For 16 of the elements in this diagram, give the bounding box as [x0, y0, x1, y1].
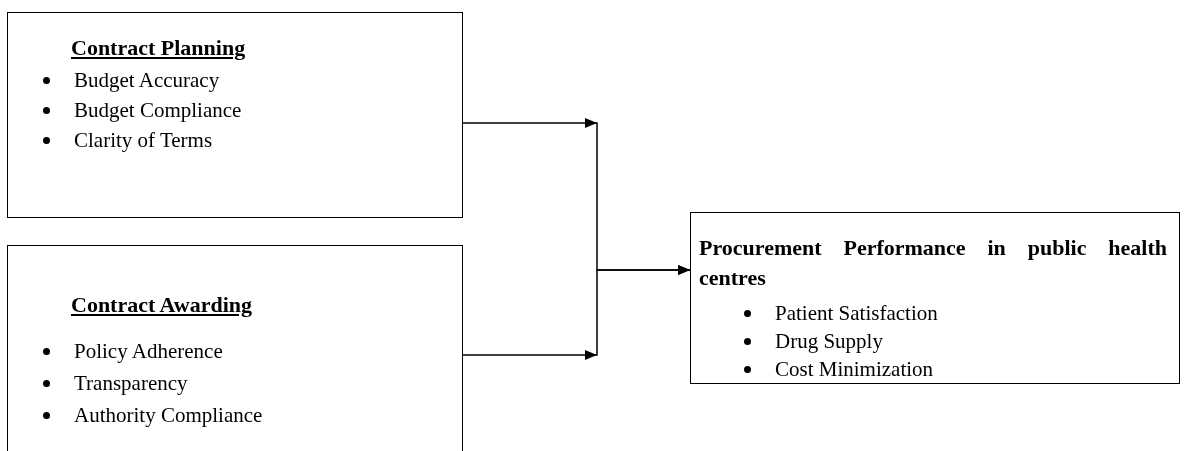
- list-item: Budget Compliance: [74, 97, 242, 124]
- heading: Contract Awarding: [71, 291, 253, 319]
- list-item: Drug Supply: [775, 328, 883, 355]
- node-box: [690, 212, 1180, 384]
- list-item: Budget Accuracy: [74, 67, 220, 94]
- list-item: Transparency: [74, 370, 188, 397]
- connector-arrow: [462, 265, 691, 356]
- list-item: Authority Compliance: [74, 402, 263, 429]
- list-item: Policy Adherence: [74, 338, 223, 365]
- list-item: Clarity of Terms: [74, 127, 213, 154]
- list-item: Patient Satisfaction: [775, 300, 938, 327]
- node-box: [7, 245, 463, 451]
- heading: Contract Planning: [71, 34, 246, 62]
- heading: Procurement Performance in public health centres: [699, 234, 1168, 292]
- node-box: [7, 12, 463, 218]
- list-item: Cost Minimization: [775, 356, 934, 383]
